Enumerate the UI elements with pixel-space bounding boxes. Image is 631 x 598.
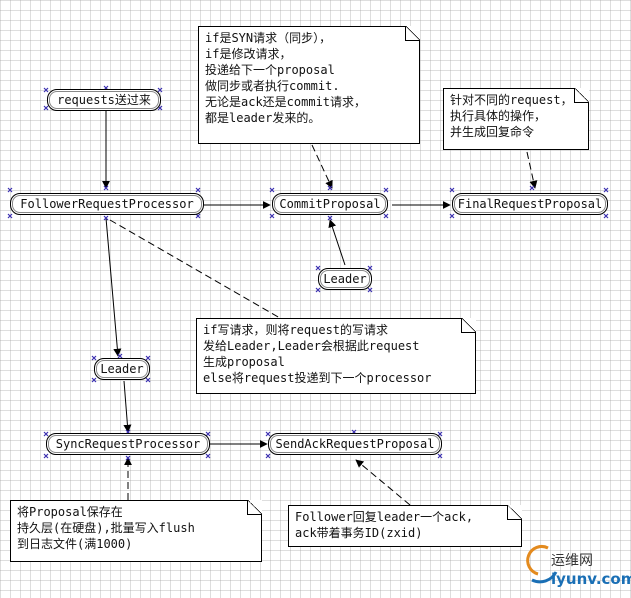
node-final-request-proposal[interactable]: FinalRequestProposal	[452, 193, 608, 215]
watermark: 运维网 iyunv.com	[513, 548, 631, 592]
note-line: 做同步或者执行commit.	[205, 79, 340, 93]
note-line: 生成proposal	[203, 355, 285, 369]
watermark-en-text: iyunv.com	[551, 570, 631, 588]
node-commit-proposal[interactable]: CommitProposal	[272, 193, 388, 215]
note-sync-persist[interactable]: 将Proposal保存在 持久层(在硬盘),批量写入flush 到日志文件(满1…	[10, 500, 262, 562]
note-final-request[interactable]: 针对不同的request， 执行具体的操作， 并生成回复命令	[443, 88, 589, 150]
dash-syn-note	[311, 144, 333, 189]
note-line: 到日志文件(满1000)	[17, 537, 133, 551]
edge-leader-to-commit	[328, 219, 346, 266]
node-send-ack-request-proposal[interactable]: SendAckRequestProposal	[268, 433, 442, 455]
note-line: if是SYN请求（同步），	[205, 31, 332, 45]
dash-ack-note	[355, 459, 411, 506]
note-line: 都是leader发来的。	[205, 111, 321, 125]
note-write-request[interactable]: if写请求，则将request的写请求 发给Leader,Leader会根据此r…	[196, 318, 476, 394]
note-line: 持久层(在硬盘),批量写入flush	[17, 521, 195, 535]
note-line: 并生成回复命令	[450, 125, 535, 139]
node-follower-request-processor[interactable]: FollowerRequestProcessor	[10, 193, 204, 215]
note-fold-icon	[405, 26, 420, 41]
note-line: 针对不同的request，	[450, 93, 573, 107]
note-line: 发给Leader,Leader会根据此request	[203, 339, 420, 353]
dash-final-note	[526, 151, 538, 189]
note-follower-ack[interactable]: Follower回复leader一个ack, ack带着事务ID(zxid)	[288, 505, 522, 547]
note-line: 执行具体的操作，	[450, 109, 547, 123]
watermark-cn-text: 运维网	[551, 553, 593, 569]
note-line: 投递给下一个proposal	[205, 63, 335, 77]
note-line: 无论是ack还是commit请求，	[205, 95, 367, 109]
watermark-logo-icon	[526, 545, 558, 584]
note-line: 将Proposal保存在	[17, 505, 123, 519]
note-syn-request[interactable]: if是SYN请求（同步）， if是修改请求， 投递给下一个proposal 做同…	[198, 26, 420, 144]
note-fold-icon	[247, 500, 262, 515]
note-fold-icon	[574, 88, 589, 103]
selection-handles	[7, 85, 609, 461]
note-fold-icon	[507, 505, 522, 520]
node-leader-top[interactable]: Leader	[318, 268, 372, 290]
note-line: if是修改请求，	[205, 47, 292, 61]
note-line: if写请求，则将request的写请求	[203, 323, 389, 337]
note-line: else将request投递到下一个processor	[203, 371, 432, 385]
note-fold-icon	[461, 318, 476, 333]
dash-write-note	[109, 219, 281, 319]
node-sync-request-processor[interactable]: SyncRequestProcessor	[46, 433, 210, 455]
note-line: ack带着事务ID(zxid)	[295, 526, 423, 540]
node-requests-in[interactable]: requests送过来	[47, 89, 161, 111]
edge-leader-to-sync	[123, 380, 132, 433]
note-line: Follower回复leader一个ack,	[295, 510, 474, 524]
node-leader-mid[interactable]: Leader	[94, 358, 150, 380]
edge-follower-to-leader	[105, 217, 122, 357]
